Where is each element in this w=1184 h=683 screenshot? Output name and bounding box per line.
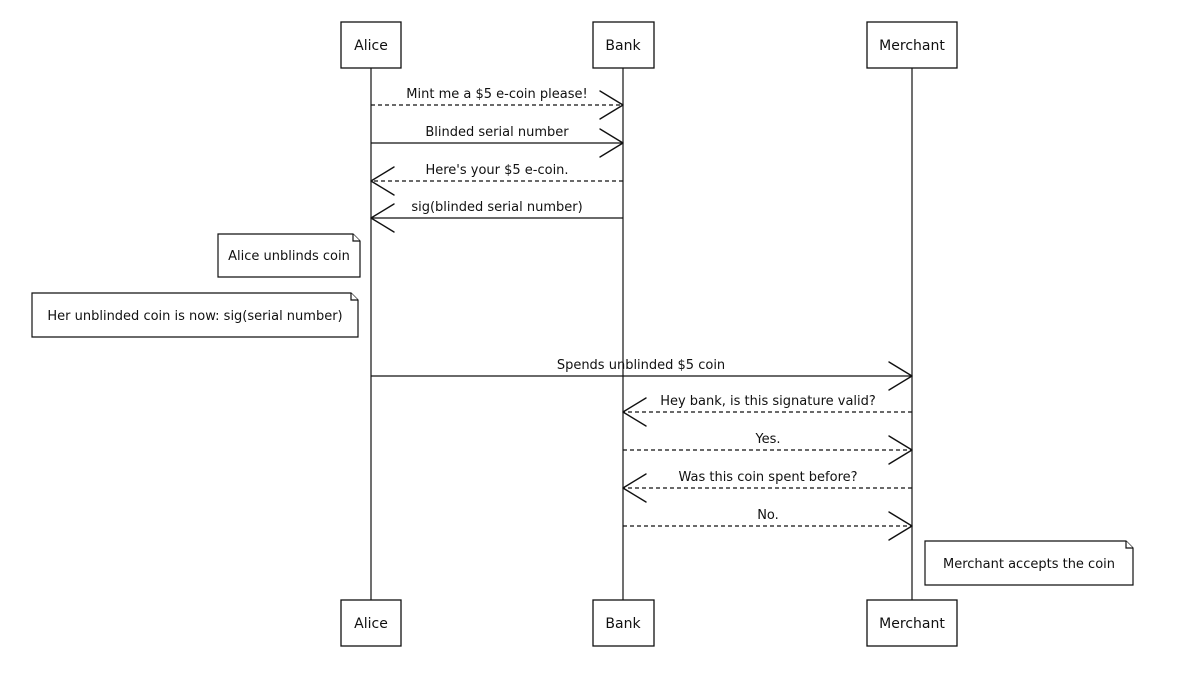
note-merchant-accepts: Merchant accepts the coin bbox=[924, 540, 1134, 586]
note-unblinded-coin: Her unblinded coin is now: sig(serial nu… bbox=[31, 292, 359, 338]
message-heres-your-coin: Here's your $5 e-coin. bbox=[370, 163, 623, 196]
message-blinded-serial: Blinded serial number bbox=[371, 125, 624, 158]
message-no: No. bbox=[623, 508, 913, 541]
message-sig-blinded: sig(blinded serial number) bbox=[370, 200, 623, 233]
arrowhead bbox=[888, 361, 913, 391]
note-label: Merchant accepts the coin bbox=[943, 557, 1115, 572]
actor-label-bank: Bank bbox=[605, 38, 641, 54]
actor-label-merchant-bottom: Merchant bbox=[879, 616, 945, 632]
arrowhead bbox=[888, 435, 913, 465]
message-label: Blinded serial number bbox=[425, 125, 569, 140]
arrowhead bbox=[599, 90, 624, 120]
actor-label-alice-bottom: Alice bbox=[354, 616, 388, 632]
actor-box-alice-bottom: Alice bbox=[340, 599, 402, 647]
actor-label-alice: Alice bbox=[354, 38, 388, 54]
message-label: Mint me a $5 e-coin please! bbox=[406, 87, 587, 102]
message-label: No. bbox=[757, 508, 779, 523]
message-label: Spends unblinded $5 coin bbox=[557, 358, 725, 373]
arrowhead bbox=[370, 166, 395, 196]
message-label: Was this coin spent before? bbox=[678, 470, 857, 485]
message-signature-valid: Hey bank, is this signature valid? bbox=[622, 394, 912, 427]
arrowhead bbox=[888, 511, 913, 541]
message-label: sig(blinded serial number) bbox=[411, 200, 582, 215]
actor-box-merchant-bottom: Merchant bbox=[866, 599, 958, 647]
arrowhead bbox=[370, 203, 395, 233]
note-label: Her unblinded coin is now: sig(serial nu… bbox=[47, 309, 342, 324]
message-label: Here's your $5 e-coin. bbox=[425, 163, 568, 178]
message-label: Yes. bbox=[754, 432, 780, 447]
arrowhead bbox=[622, 397, 647, 427]
message-label: Hey bank, is this signature valid? bbox=[660, 394, 876, 409]
actor-box-merchant-top: Merchant bbox=[866, 21, 958, 69]
actor-box-bank-bottom: Bank bbox=[592, 599, 655, 647]
actor-box-alice-top: Alice bbox=[340, 21, 402, 69]
actor-label-merchant: Merchant bbox=[879, 38, 945, 54]
arrowhead bbox=[599, 128, 624, 158]
arrowhead bbox=[622, 473, 647, 503]
note-alice-unblinds: Alice unblinds coin bbox=[217, 233, 361, 278]
note-label: Alice unblinds coin bbox=[228, 249, 350, 264]
message-yes: Yes. bbox=[623, 432, 913, 465]
message-spends-coin: Spends unblinded $5 coin bbox=[371, 358, 913, 391]
actor-box-bank-top: Bank bbox=[592, 21, 655, 69]
actor-label-bank-bottom: Bank bbox=[605, 616, 641, 632]
message-mint-request: Mint me a $5 e-coin please! bbox=[371, 87, 624, 120]
message-spent-before: Was this coin spent before? bbox=[622, 470, 912, 503]
